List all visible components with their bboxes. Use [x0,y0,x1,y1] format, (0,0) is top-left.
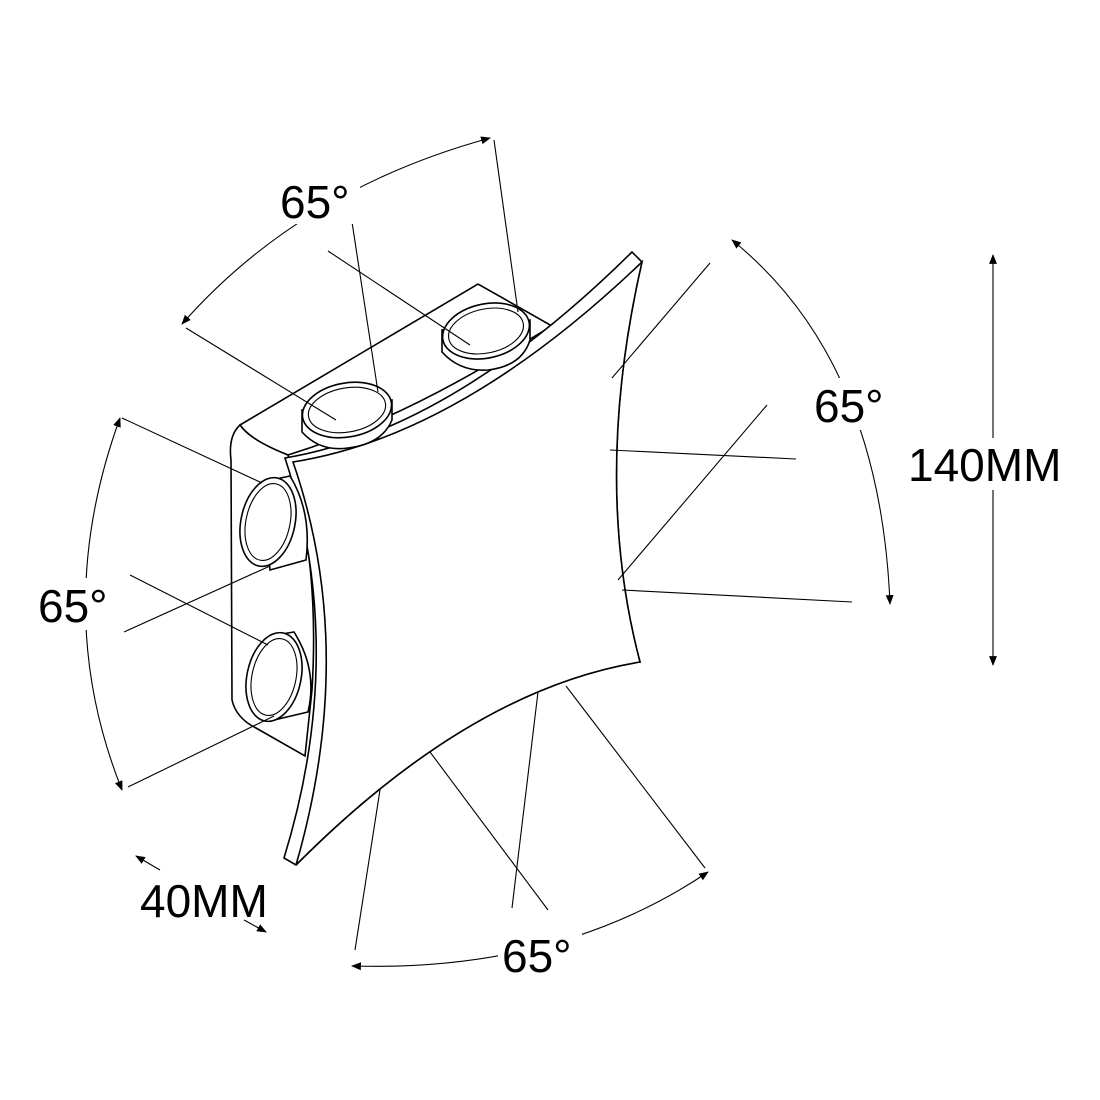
angle-label-left: 65° [38,580,108,632]
front-plate-face [291,259,644,866]
dimension-depth [135,855,267,933]
angle-label-top: 65° [280,176,350,228]
led-left-lower [245,631,312,723]
led-top-left [301,381,393,450]
arc-top [181,136,491,325]
lamp-body [229,250,644,867]
angle-label-right: 65° [814,380,884,432]
angle-label-bottom: 65° [502,930,572,982]
depth-label: 40MM [140,875,268,927]
height-label: 140MM [908,439,1061,491]
led-left-upper [239,475,309,572]
